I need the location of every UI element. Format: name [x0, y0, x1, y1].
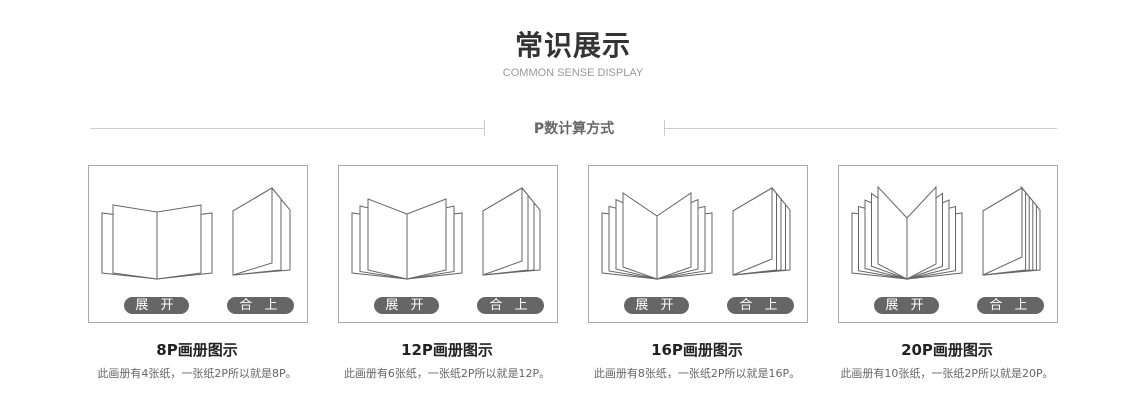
closed-book-front-cover [232, 187, 273, 276]
card-description: 此画册有8张纸，一张纸2P所以就是16P。 [593, 367, 801, 380]
closed-book-front-cover [482, 187, 523, 276]
card-title: 20P画册图示 [901, 341, 993, 359]
book-illustration-card: 展 开合 上 [338, 165, 558, 323]
open-book-right-page [156, 204, 202, 280]
close-label: 合 上 [227, 297, 294, 314]
page-subtitle: COMMON SENSE DISPLAY [502, 67, 644, 79]
open-book-right-page [656, 192, 692, 280]
divider-right [664, 128, 1057, 129]
card-title: 8P画册图示 [156, 341, 238, 359]
close-label: 合 上 [477, 297, 544, 314]
open-book-left-page [367, 198, 408, 280]
open-label: 展 开 [124, 297, 189, 314]
card-description: 此画册有10张纸，一张纸2P所以就是20P。 [840, 367, 1054, 380]
book-illustration-card: 展 开合 上 [88, 165, 308, 323]
open-label: 展 开 [874, 297, 939, 314]
section-title: P数计算方式 [533, 121, 615, 137]
open-book-right-page [406, 198, 447, 280]
open-book-left-page [622, 192, 658, 280]
card-title: 16P画册图示 [651, 341, 743, 359]
divider-tick [484, 120, 485, 136]
open-book-right-page [906, 185, 937, 280]
card-description: 此画册有4张纸，一张纸2P所以就是8P。 [97, 367, 297, 380]
book-illustration-card: 展 开合 上 [838, 165, 1058, 323]
open-book-left-page [877, 185, 908, 280]
open-label: 展 开 [374, 297, 439, 314]
closed-book-front-cover [732, 187, 773, 276]
close-label: 合 上 [977, 297, 1044, 314]
open-label: 展 开 [624, 297, 689, 314]
open-book-left-page [112, 204, 158, 280]
card-title: 12P画册图示 [401, 341, 493, 359]
page-title: 常识展示 [514, 29, 631, 62]
book-illustration-card: 展 开合 上 [588, 165, 808, 323]
closed-book-front-cover [982, 187, 1023, 276]
card-description: 此画册有6张纸，一张纸2P所以就是12P。 [343, 367, 551, 380]
close-label: 合 上 [727, 297, 794, 314]
divider-left [90, 128, 484, 129]
